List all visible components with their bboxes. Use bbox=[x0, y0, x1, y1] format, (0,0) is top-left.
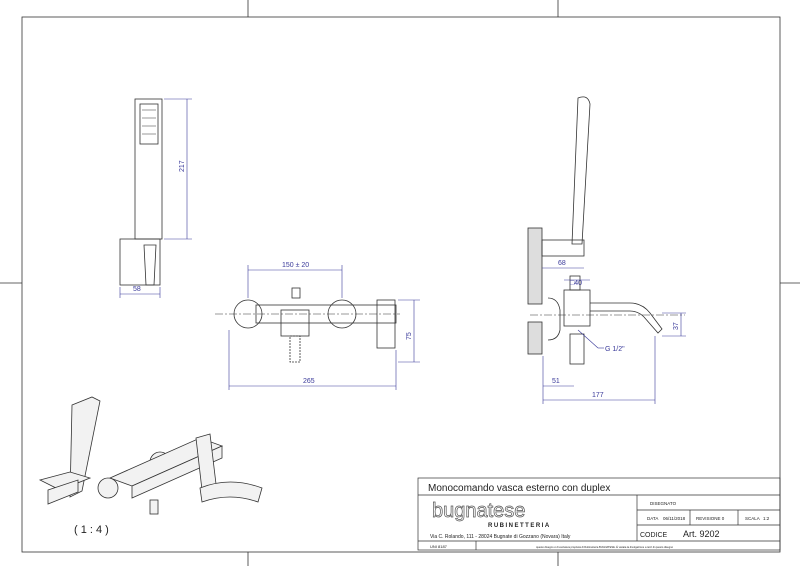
title-block-frame bbox=[417, 477, 781, 551]
dim-spout-drop: 37 bbox=[673, 322, 680, 330]
dim-centers: 150 ± 20 bbox=[282, 262, 309, 269]
revisione-label: REVISIONE 0 bbox=[696, 516, 725, 521]
disegnato-label: DISEGNATO bbox=[650, 501, 677, 506]
scala-value: 1:2 bbox=[763, 516, 770, 521]
dim-wall-offset: 68 bbox=[558, 260, 566, 267]
dim-shower-height: 217 bbox=[179, 160, 186, 172]
dim-height: 75 bbox=[406, 332, 413, 340]
brand-subtitle: RUBINETTERIA bbox=[488, 523, 551, 529]
dim-shower-width: 58 bbox=[133, 286, 141, 293]
hand-shower-view bbox=[119, 98, 163, 286]
codice-value: Art. 9202 bbox=[683, 529, 720, 539]
brand-logo: bugnatese bbox=[432, 500, 525, 522]
dim-width: 265 bbox=[303, 378, 315, 385]
dim-body-square: □40 bbox=[570, 280, 582, 287]
ownership-notice: questo disegno è di esclusiva proprietà … bbox=[536, 544, 674, 549]
dim-inlet-offset: 51 bbox=[552, 378, 560, 385]
data-label: DATA bbox=[647, 516, 658, 521]
mixer-front-view bbox=[215, 287, 400, 363]
dim-thread: G 1/2" bbox=[605, 346, 625, 353]
uni-label: UNI 8187 bbox=[430, 544, 448, 549]
hand-shower-dimensions bbox=[119, 98, 192, 298]
drawing-title: Monocomando vasca esterno con duplex bbox=[428, 483, 610, 494]
side-view-dimensions bbox=[542, 267, 686, 404]
codice-label: CODICE bbox=[640, 532, 668, 539]
dim-depth: 177 bbox=[592, 392, 604, 399]
mixer-front-dimensions bbox=[228, 265, 420, 390]
isometric-view bbox=[38, 396, 263, 515]
scala-label: SCALA bbox=[745, 516, 760, 521]
company-address: Via C. Rolando, 111 - 28024 Bugnate di G… bbox=[430, 534, 571, 540]
mixer-side-view bbox=[527, 96, 685, 365]
data-value: 06/11/2018 bbox=[663, 516, 686, 521]
iso-scale-label: ( 1 : 4 ) bbox=[74, 524, 109, 536]
